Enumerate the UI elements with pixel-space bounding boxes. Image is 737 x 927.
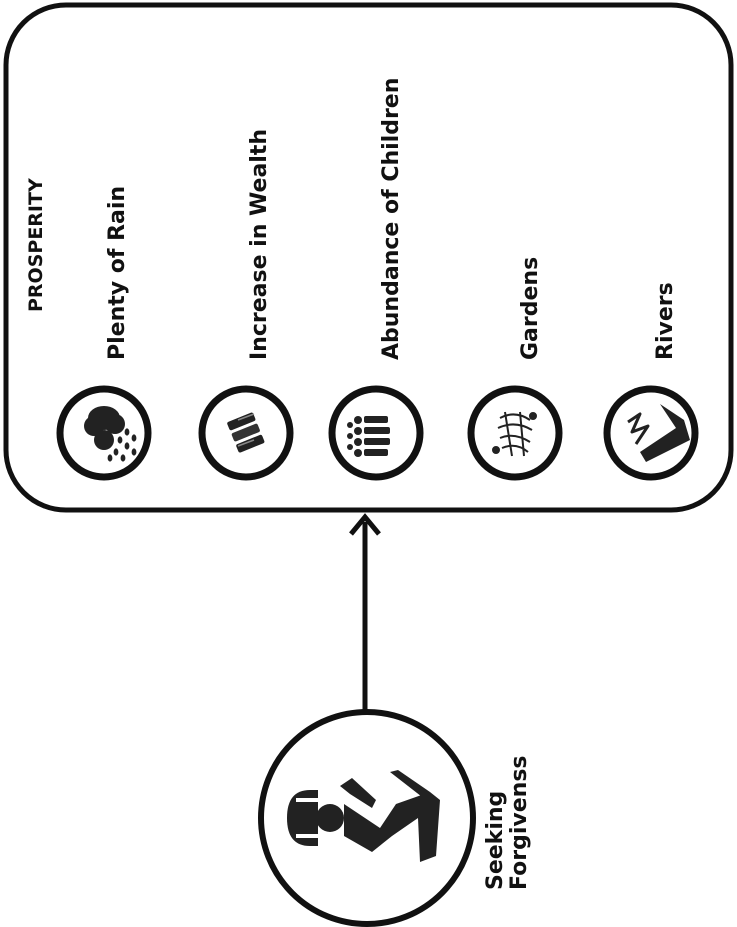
item-label: Plenty of Rain [105, 186, 130, 360]
children-group-icon [347, 416, 390, 457]
money-stack-icon [227, 412, 265, 453]
rain-cloud-icon [84, 406, 137, 462]
source-node: Seeking Forgivenss [258, 709, 532, 927]
river-icon [627, 404, 690, 462]
item-abundance-of-children: Abundance of Children [328, 78, 424, 481]
box-title: PROSPERITY [25, 178, 47, 312]
item-increase-in-wealth: Increase in Wealth [198, 129, 294, 481]
item-plenty-of-rain: Plenty of Rain [56, 186, 152, 481]
item-label: Increase in Wealth [247, 129, 272, 360]
item-label: Abundance of Children [379, 78, 404, 360]
source-label-line2: Forgivenss [507, 755, 532, 890]
item-label: Rivers [653, 282, 678, 360]
garden-plants-icon [492, 411, 537, 457]
source-label-line1: Seeking [483, 791, 508, 890]
item-gardens: Gardens [467, 257, 563, 481]
item-rivers: Rivers [603, 282, 699, 481]
prostrating-person-icon [287, 770, 440, 862]
prosperity-box [3, 2, 734, 513]
arrow [349, 513, 381, 712]
item-label: Gardens [518, 257, 543, 360]
